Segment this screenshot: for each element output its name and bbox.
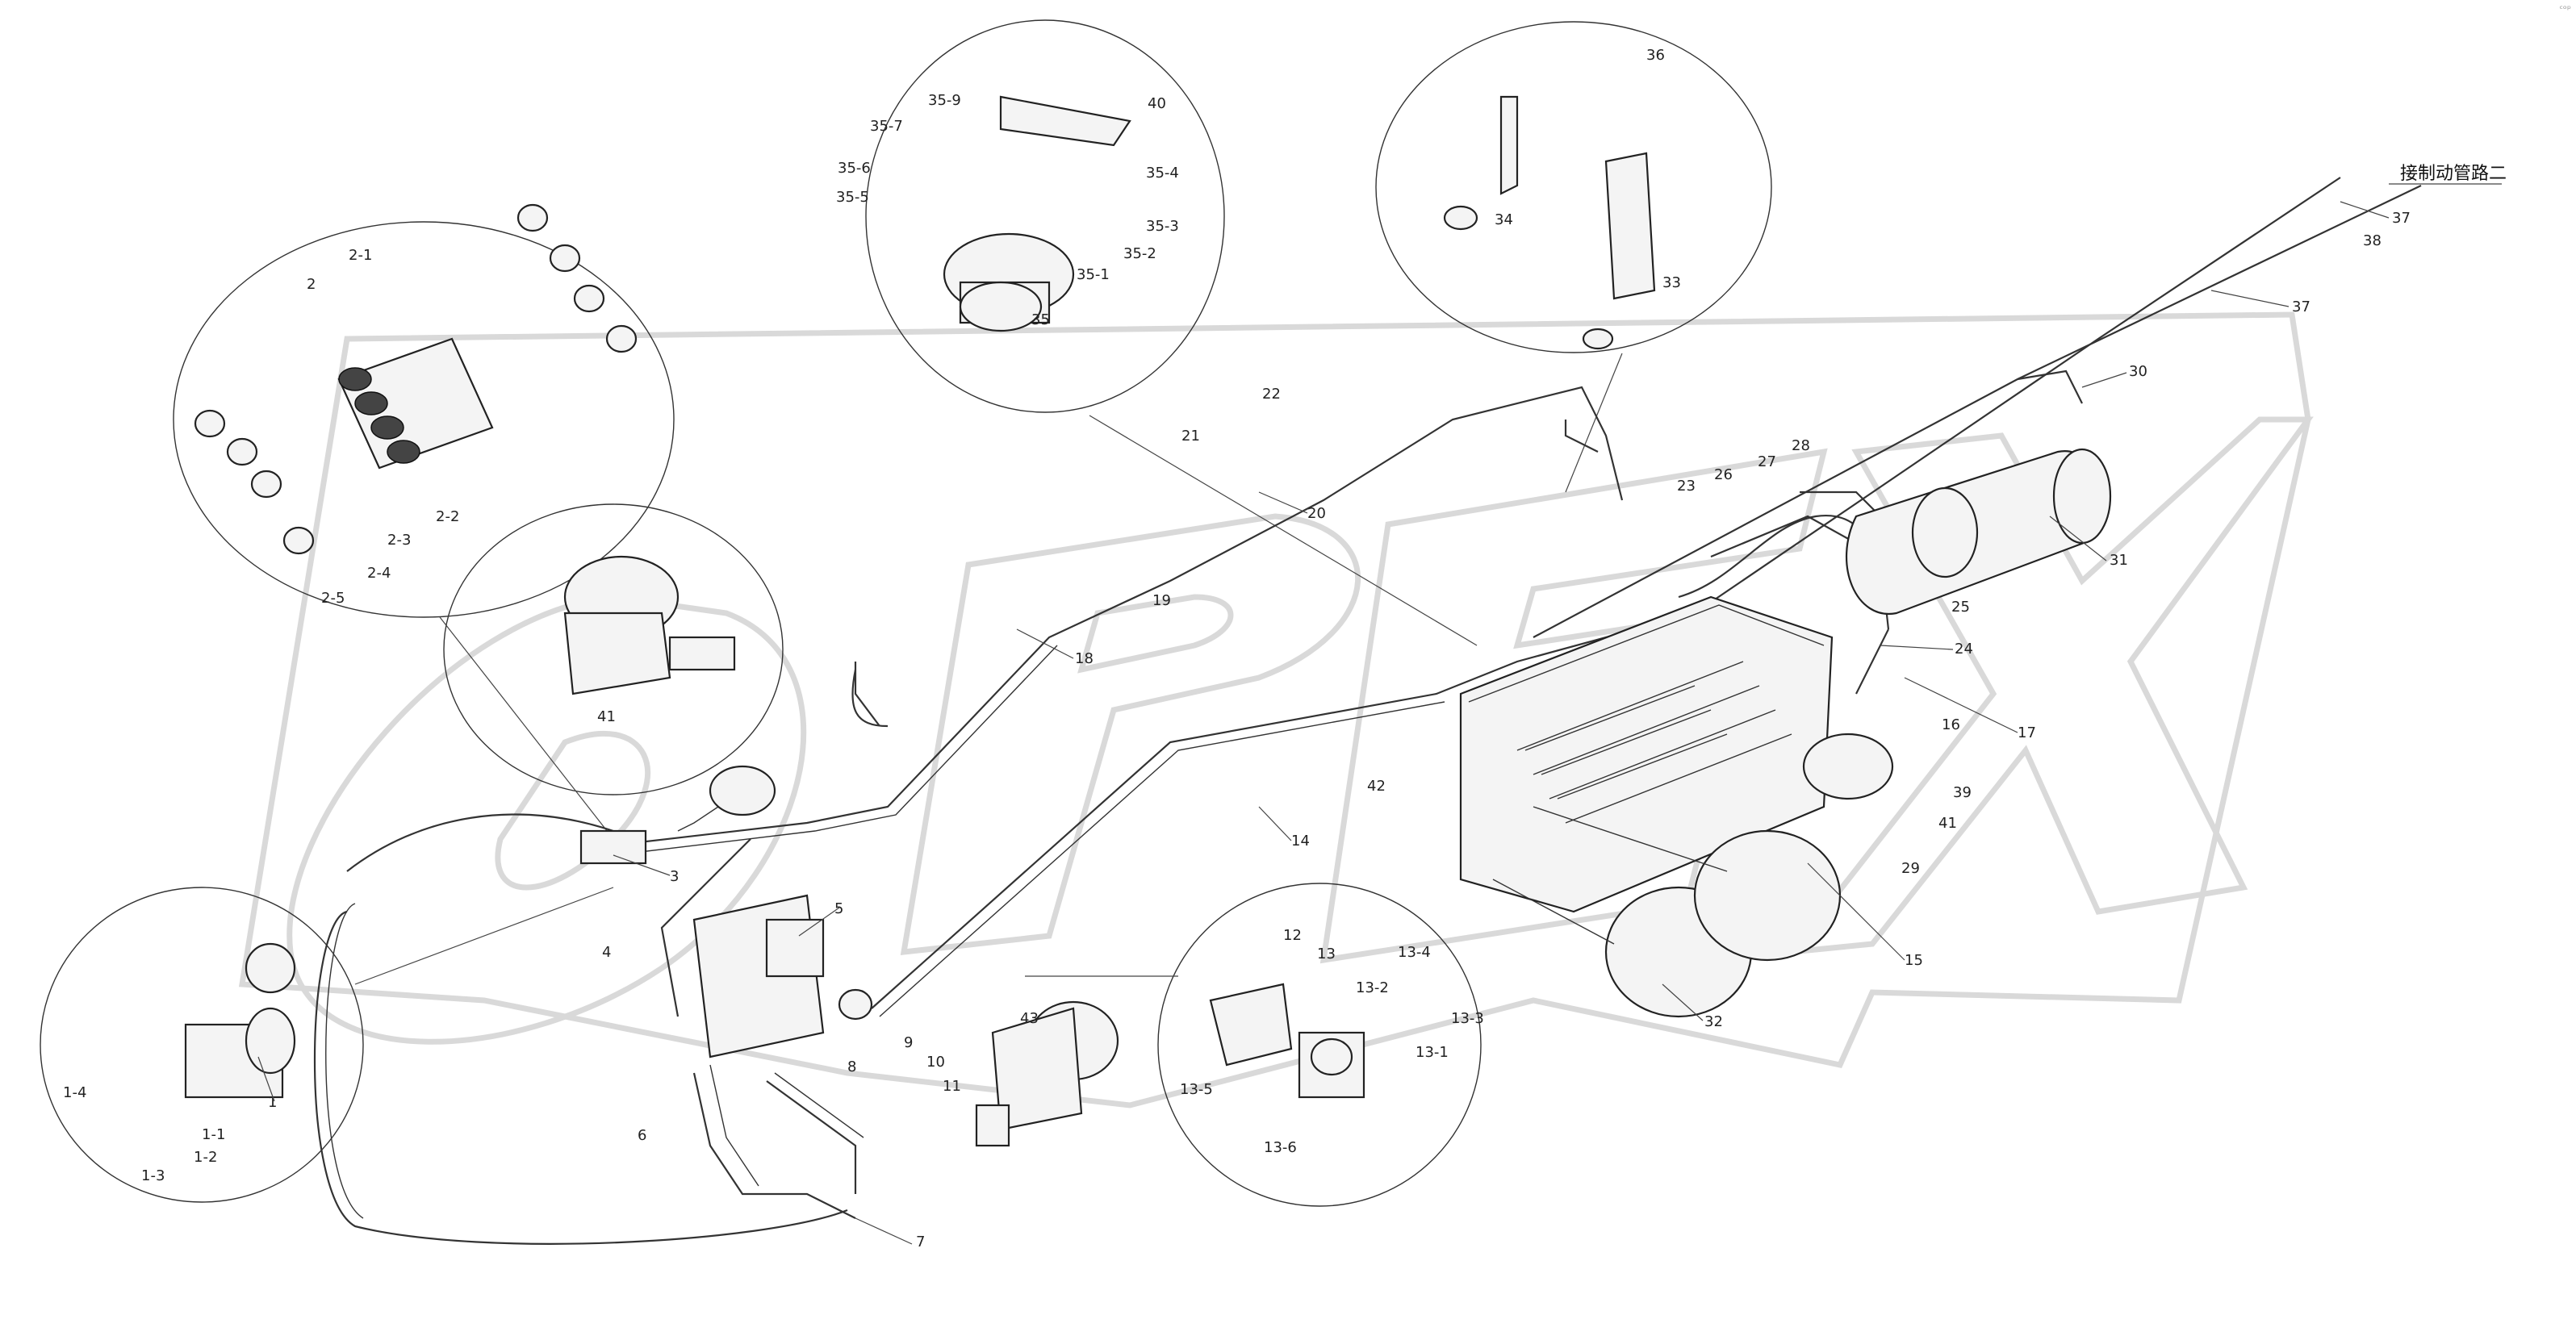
label-11: 11 (943, 1078, 961, 1095)
label-39: 39 (1953, 784, 1972, 801)
label-28: 28 (1792, 437, 1810, 454)
label-14: 14 (1291, 833, 1310, 850)
label-35-4: 35-4 (1146, 165, 1179, 182)
brake-chamber-41 (563, 555, 736, 695)
label-2-4: 2-4 (367, 565, 391, 582)
label-30: 30 (2129, 363, 2147, 380)
pedal-valve-5 (692, 894, 873, 1058)
brake-chamber-11 (975, 1000, 1119, 1147)
label-13-5: 13-5 (1180, 1081, 1213, 1098)
label-35-7: 35-7 (870, 118, 903, 135)
leader-lines (257, 201, 2390, 1245)
label-1-2: 1-2 (194, 1149, 217, 1166)
label-35-5: 35-5 (836, 189, 869, 206)
label-24: 24 (1955, 641, 1973, 658)
label-13-3: 13-3 (1451, 1010, 1484, 1027)
multi-way-valve-2 (194, 203, 638, 555)
label-25: 25 (1951, 599, 1970, 616)
label-2-5: 2-5 (321, 590, 345, 607)
label-42: 42 (1367, 778, 1386, 795)
label-1-4: 1-4 (63, 1084, 86, 1101)
air-dryer-block (1459, 595, 1834, 913)
label-43: 43 (1020, 1010, 1039, 1027)
label-5: 5 (834, 900, 843, 917)
label-2-1: 2-1 (349, 247, 372, 264)
label-18: 18 (1075, 650, 1094, 667)
label-35-6: 35-6 (838, 160, 871, 177)
label-36: 36 (1646, 47, 1665, 64)
label-31: 31 (2110, 552, 2128, 569)
label-35: 35 (1031, 311, 1050, 328)
label-32: 32 (1704, 1013, 1723, 1030)
label-2-3: 2-3 (387, 532, 411, 549)
distributor-3 (579, 765, 776, 865)
item-labels: 1 1-1 1-2 1-3 1-4 2 2-1 2-2 2-3 2-4 2-5 … (63, 47, 2507, 1250)
label-35-9: 35-9 (928, 92, 961, 109)
label-2: 2 (307, 276, 316, 293)
relay-valve-35 (943, 95, 1131, 332)
hand-brake-valve-1 (184, 942, 296, 1099)
label-37-top: 37 (2392, 210, 2411, 227)
label-41-left: 41 (597, 708, 616, 725)
label-16: 16 (1942, 716, 1960, 733)
label-21: 21 (1181, 428, 1200, 445)
label-33: 33 (1662, 274, 1681, 291)
label-38: 38 (2363, 232, 2382, 249)
label-13: 13 (1317, 946, 1336, 962)
label-9: 9 (904, 1034, 913, 1051)
label-27: 27 (1758, 453, 1776, 470)
label-37-bottom: 37 (2292, 299, 2310, 315)
label-29: 29 (1901, 860, 1920, 877)
air-tank-32 (1492, 733, 1894, 1018)
label-34: 34 (1495, 211, 1513, 228)
label-2-2: 2-2 (436, 508, 459, 525)
label-1: 1 (268, 1094, 277, 1111)
label-15: 15 (1905, 952, 1923, 969)
label-12: 12 (1283, 927, 1302, 944)
label-8: 8 (847, 1058, 856, 1075)
label-10: 10 (926, 1054, 945, 1071)
label-17: 17 (2018, 724, 2036, 741)
label-1-1: 1-1 (202, 1126, 225, 1143)
label-41-right: 41 (1938, 815, 1957, 832)
label-7: 7 (916, 1234, 925, 1250)
detail-circles (40, 19, 1772, 1207)
corner-mark: ᶜᵒᵖ (2559, 3, 2571, 15)
label-13-6: 13-6 (1264, 1139, 1297, 1156)
label-26: 26 (1714, 466, 1733, 483)
label-20: 20 (1307, 505, 1326, 522)
bracket-33-34 (1443, 95, 1656, 350)
diagram-caption: 接制动管路二 (2400, 164, 2507, 184)
air-tank-31 (1845, 448, 2112, 616)
label-40: 40 (1148, 95, 1166, 112)
label-13-2: 13-2 (1356, 979, 1389, 996)
piping (313, 177, 2422, 1245)
label-23: 23 (1677, 478, 1696, 495)
label-1-3: 1-3 (141, 1167, 165, 1184)
label-35-3: 35-3 (1146, 218, 1179, 235)
label-22: 22 (1262, 386, 1281, 403)
label-6: 6 (638, 1127, 646, 1144)
valve-13 (1209, 983, 1365, 1099)
label-13-4: 13-4 (1398, 944, 1431, 961)
label-4: 4 (602, 944, 611, 961)
label-35-1: 35-1 (1077, 266, 1110, 283)
label-13-1: 13-1 (1416, 1044, 1449, 1061)
label-35-2: 35-2 (1123, 245, 1156, 262)
label-19: 19 (1152, 592, 1171, 609)
label-3: 3 (670, 868, 679, 885)
